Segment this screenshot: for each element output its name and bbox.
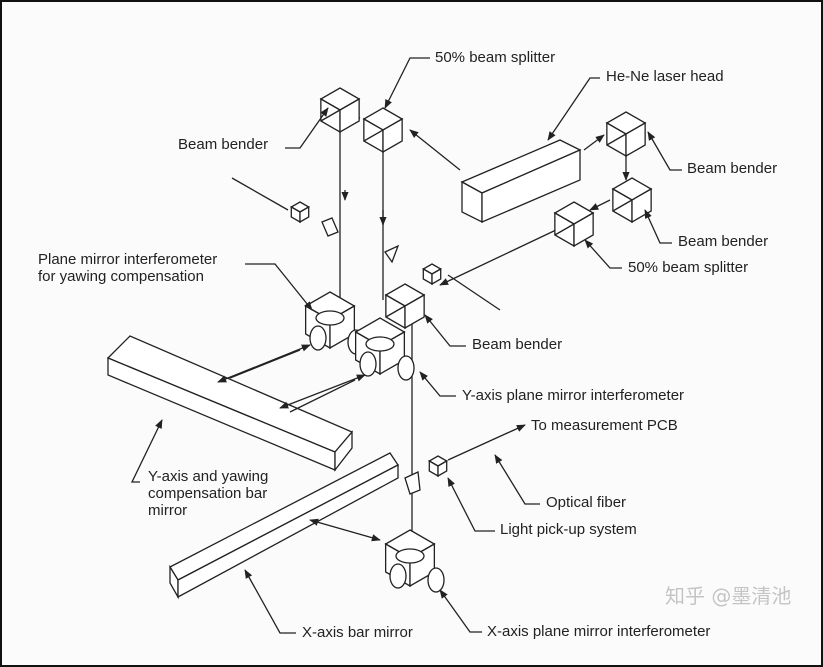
pickup-mirror [321, 217, 339, 237]
beam-bender-right-diagonal [606, 133, 627, 146]
beam-path [583, 134, 605, 151]
leader-line [244, 569, 296, 634]
beam-bender-right2-diagonal [612, 199, 633, 212]
label-to-pcb: To measurement PCB [531, 417, 678, 434]
x-axis-interferometer-lens [389, 563, 407, 589]
label-y-bar: Y-axis and yawing [148, 468, 268, 485]
leader-line [644, 209, 672, 244]
leader-line [584, 239, 622, 269]
pickup-mirror [404, 471, 421, 495]
light-pickup-1-side [299, 205, 310, 224]
beam-bender-center-diagonal [385, 305, 406, 318]
y-axis-interferometer-lens [359, 351, 377, 377]
leader-line [384, 57, 430, 109]
x-axis-bar-mirror-face [177, 463, 399, 599]
leader-line [419, 371, 456, 397]
leader-line [647, 131, 682, 171]
watermark: 知乎 @墨清池 [665, 584, 791, 608]
beam-bender-center-side [404, 293, 425, 330]
beam-path [309, 518, 381, 542]
beam-path [229, 349, 301, 379]
beam-splitter-top-side [382, 117, 403, 154]
label-optical-fiber: Optical fiber [546, 494, 626, 511]
label-beam-bender-right: Beam bender [687, 160, 777, 177]
label-x-bar-mirror: X-axis bar mirror [302, 624, 413, 641]
beam-splitter-right-side [573, 211, 594, 248]
beam-bender-left-diagonal [320, 109, 341, 122]
beam-path [217, 344, 311, 383]
label-beam-bender-right2: Beam bender [678, 233, 768, 250]
leader-line [130, 419, 163, 483]
label-beam-bender-center: Beam bender [472, 336, 562, 353]
label-light-pickup: Light pick-up system [500, 521, 637, 538]
beam-bender-left-side [339, 97, 360, 134]
beam-path [439, 229, 557, 286]
pickup-mirror [384, 244, 400, 264]
beam-path [589, 199, 611, 211]
leader-line [494, 454, 540, 505]
leader-line [285, 107, 329, 149]
leader-line [424, 314, 466, 347]
beam-splitter-right-diagonal [554, 223, 575, 236]
laser-head-side [481, 149, 581, 223]
yaw-interferometer-port [315, 310, 345, 326]
x-axis-interferometer-port [395, 548, 425, 564]
x-axis-interferometer-lens [427, 567, 445, 593]
optical-fiber [447, 424, 526, 461]
optical-fiber [231, 177, 289, 211]
label-beam-bender-left: Beam bender [178, 136, 268, 153]
beam-path [279, 374, 366, 409]
label-beam-splitter-right: 50% beam splitter [628, 259, 748, 276]
label-plane-mirror-yaw-2: for yawing compensation [38, 268, 204, 285]
y-axis-bar-mirror-end [334, 430, 353, 472]
leader-line [245, 263, 313, 311]
y-axis-interferometer-port [365, 336, 395, 352]
leader-line [547, 77, 600, 141]
yaw-interferometer-lens [309, 325, 327, 351]
label-y-axis-interferometer: Y-axis plane mirror interferometer [462, 387, 684, 404]
leader-line [439, 589, 482, 633]
label-x-axis-interferometer: X-axis plane mirror interferometer [487, 623, 710, 640]
beam-path [289, 379, 356, 413]
label-plane-mirror-yaw: Plane mirror interferometer [38, 251, 217, 268]
beam-bender-right-side [625, 121, 646, 158]
label-beam-splitter-top: 50% beam splitter [435, 49, 555, 66]
beam-path [409, 129, 461, 171]
light-pickup-2-side [431, 267, 442, 286]
leader-line [447, 477, 495, 532]
y-axis-interferometer-lens [397, 355, 415, 381]
beam-splitter-top-diagonal [363, 129, 384, 142]
light-pickup-3-side [437, 459, 448, 478]
label-y-bar-2: compensation bar [148, 485, 267, 502]
label-laser-head: He-Ne laser head [606, 68, 724, 85]
label-y-bar-3: mirror [148, 502, 187, 519]
optical-fiber [447, 274, 501, 311]
